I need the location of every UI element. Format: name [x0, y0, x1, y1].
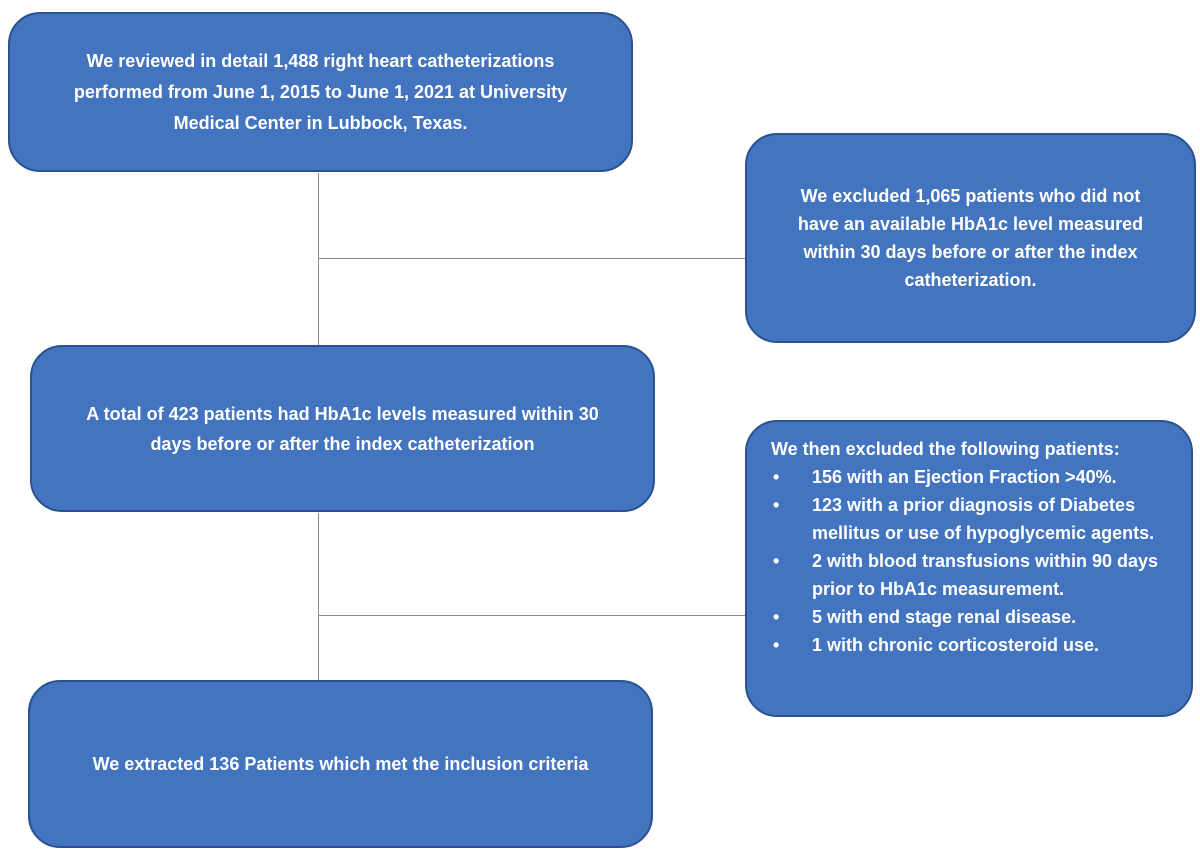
- bullet-text: 156 with an Ejection Fraction >40%.: [812, 467, 1117, 487]
- box-text-line: We excluded 1,065 patients who did not: [800, 186, 1141, 206]
- box-text-line: We extracted 136 Patients which met the …: [92, 754, 589, 774]
- exclusion-bullet-item: • 1 with chronic corticosteroid use.: [771, 631, 1177, 659]
- flow-box-excluded-no-hba1c: We excluded 1,065 patients who did not h…: [745, 133, 1196, 343]
- exclusion-bullet-item: • 5 with end stage renal disease.: [771, 603, 1177, 631]
- exclusions-header: We then excluded the following patients:: [771, 439, 1120, 459]
- exclusion-bullet-item: • 123 with a prior diagnosis of Diabetes …: [771, 491, 1177, 547]
- exclusion-bullet-item: • 156 with an Ejection Fraction >40%.: [771, 463, 1177, 491]
- exclusion-bullet-item: • 2 with blood transfusions within 90 day…: [771, 547, 1177, 603]
- box-text-line: have an available HbA1c level measured: [797, 214, 1144, 234]
- connector-bottom-vertical: [318, 513, 319, 680]
- flow-box-extracted: We extracted 136 Patients which met the …: [28, 680, 653, 848]
- box-text-line: A total of 423 patients had HbA1c levels…: [86, 403, 599, 424]
- box-text-line: Medical Center in Lubbock, Texas.: [173, 112, 468, 133]
- flow-box-total-hba1c: A total of 423 patients had HbA1c levels…: [30, 345, 655, 512]
- flow-box-exclusion-criteria: We then excluded the following patients:…: [745, 420, 1193, 717]
- connector-top-branch: [318, 258, 745, 259]
- box-text-line: We reviewed in detail 1,488 right heart …: [86, 50, 555, 71]
- box-text-line: catheterization.: [904, 270, 1037, 290]
- bullet-icon: •: [773, 467, 780, 487]
- box-text-line: within 30 days before or after the index: [803, 242, 1138, 262]
- bullet-text: 5 with end stage renal disease.: [812, 607, 1077, 627]
- box-text-line: performed from June 1, 2015 to June 1, 2…: [73, 81, 568, 102]
- bullet-text: 123 with a prior diagnosis of Diabetes m…: [812, 495, 1155, 543]
- bullet-icon: •: [773, 607, 780, 627]
- exclusions-list: • 156 with an Ejection Fraction >40%. • 123…: [771, 463, 1177, 659]
- bullet-icon: •: [773, 635, 780, 655]
- bullet-text: 2 with blood transfusions within 90 days…: [812, 551, 1159, 599]
- flow-box-reviewed: We reviewed in detail 1,488 right heart …: [8, 12, 633, 172]
- connector-bottom-branch: [318, 615, 745, 616]
- bullet-icon: •: [773, 495, 780, 515]
- bullet-icon: •: [773, 551, 780, 571]
- connector-top-vertical: [318, 173, 319, 345]
- bullet-text: 1 with chronic corticosteroid use.: [812, 635, 1100, 655]
- box-text-line: days before or after the index catheteri…: [150, 433, 535, 454]
